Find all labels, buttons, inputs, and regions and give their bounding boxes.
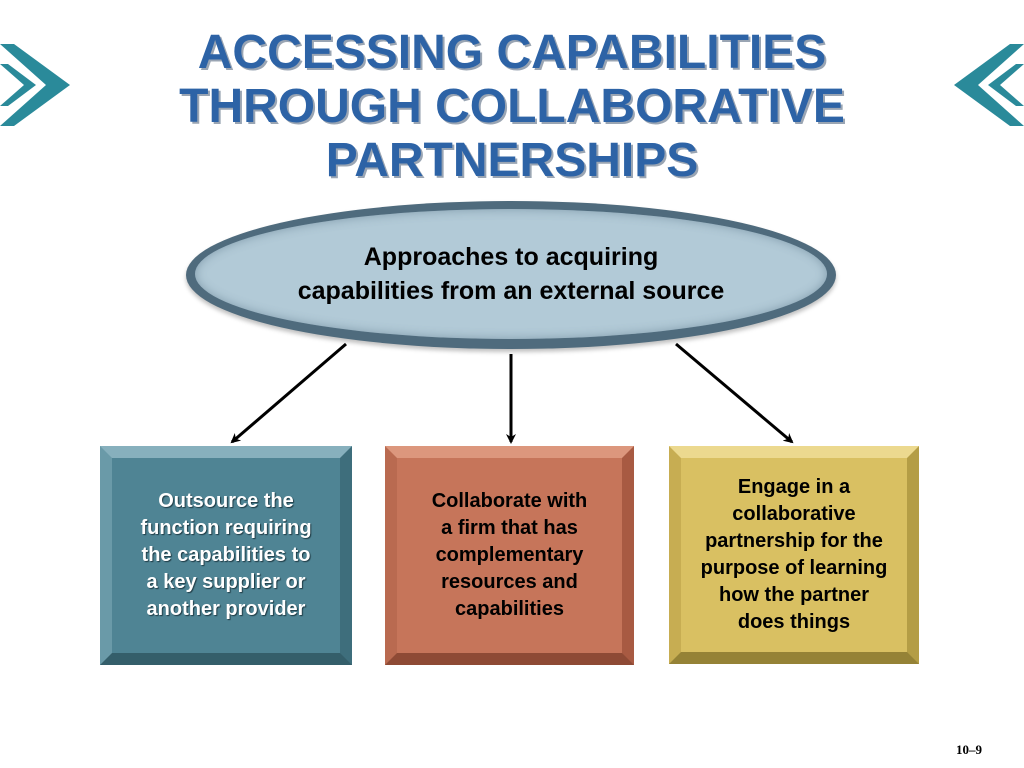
slide-title: ACCESSING CAPABILITIES THROUGH COLLABORA… <box>179 26 845 187</box>
root-ellipse: Approaches to acquiring capabilities fro… <box>186 201 836 349</box>
box-outsource: Outsource the function requiring the cap… <box>100 446 352 665</box>
double-chevron-left-icon <box>954 44 1024 126</box>
box-outsource-label: Outsource the function requiring the cap… <box>140 490 312 620</box>
arrow-to-outsource <box>230 342 347 444</box>
page-number: 10–9 <box>956 742 982 757</box>
root-ellipse-face: Approaches to acquiring capabilities fro… <box>195 209 827 339</box>
double-chevron-right-icon <box>0 44 70 126</box>
box-collaborate: Collaborate with a firm that has complem… <box>385 446 634 665</box>
arrow-to-partnership <box>675 342 794 444</box>
box-partnership: Engage in a collaborative partnership fo… <box>669 446 919 664</box>
root-label: Approaches to acquiring capabilities fro… <box>297 243 725 305</box>
box-collaborate-label: Collaborate with a firm that has complem… <box>431 490 588 620</box>
box-partnership-label: Engage in a collaborative partnership fo… <box>700 476 888 633</box>
